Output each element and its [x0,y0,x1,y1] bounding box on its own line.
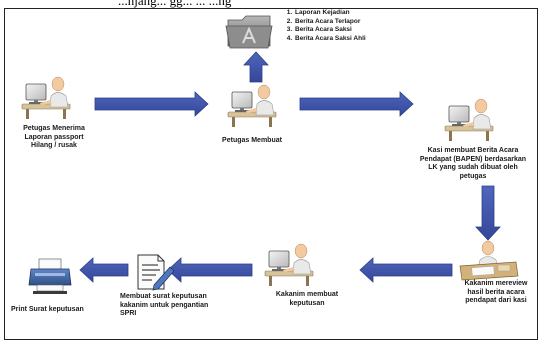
arrow-kasi-to-review [475,185,501,241]
step-kasi-label: Kasi membuat Berita Acara Pendapat (BAPE… [419,147,527,180]
desk-worker-icon [444,98,494,142]
desk-worker-icon [21,76,71,120]
diagram-frame [4,8,538,340]
step-kakanim-review-label: Kakanim mereview hasil berita acara pend… [464,280,528,304]
document-list-item: Berita Acara Terlapor [294,18,366,27]
arrow-receive-to-officer [94,91,209,117]
app-folder-icon [225,15,273,49]
step-print-label: Print Surat keputusan [11,306,84,313]
arrow-officer-to-documents [243,51,269,83]
flow-arrows [79,51,501,283]
arrow-letter-to-print [79,257,129,283]
document-list-item: Berita Acara Saksi Ahli [294,35,366,44]
step-officer-makes-label: Petugas Membuat [222,137,282,144]
printer-icon [28,258,72,294]
caption-text: ...njang... gg... ... ...ng [118,0,232,8]
document-pen-icon [137,254,175,291]
arrow-officer-to-kasi [299,91,414,117]
desk-reviewer-icon [459,240,519,281]
document-list-item: Laporan Kejadian [294,9,366,18]
desk-worker-icon [227,84,277,128]
step-make-letter-label: Membuat surat keputusan kakanim untuk pe… [120,293,209,317]
top-caption: ...njang... gg... ... ...ng [0,0,542,8]
document-list-item: Berita Acara Saksi [294,26,366,35]
arrow-review-to-decide [359,257,453,283]
flow-nodes [21,15,519,294]
document-list: Laporan Kejadian Berita Acara Terlapor B… [282,9,366,43]
desk-worker-icon [264,243,314,287]
step-kakanim-decide-label: Kakanim membuat keputusan [275,291,339,307]
step-receive-label: Petugas Menerima Laporan passport Hilang… [23,125,85,149]
arrow-decide-to-letter [167,257,253,283]
